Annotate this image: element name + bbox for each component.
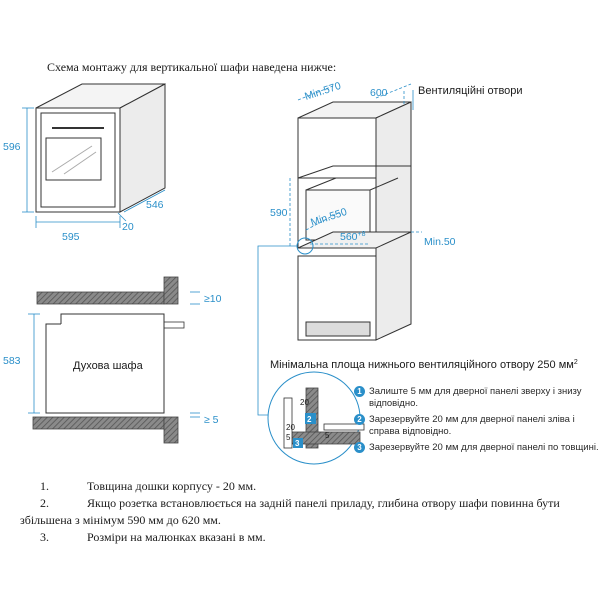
detail-v4: 5 bbox=[286, 433, 291, 442]
vent-area: Мінімальна площа нижнього вентиляційного… bbox=[270, 359, 578, 371]
oven-height-dim: 596 bbox=[3, 141, 21, 153]
niche-height: 590 bbox=[270, 207, 288, 219]
cabinet-width: 600 bbox=[370, 87, 388, 99]
notes-list: 1. Товщина дошки корпусу - 20 мм. 2. Якщ… bbox=[0, 478, 600, 546]
gap-min: Min.50 bbox=[424, 236, 456, 248]
note-number: 1. bbox=[40, 479, 49, 493]
cabinet-min-depth: Min.570 bbox=[303, 80, 342, 103]
svg-text:2: 2 bbox=[307, 415, 312, 424]
note-text: Розміри на малюнках вказані в мм. bbox=[87, 530, 266, 544]
detail-v1: 20 bbox=[300, 398, 309, 407]
note-text-cont: збільшена з мінімум 590 мм до 620 мм. bbox=[20, 513, 221, 527]
tip-item: 3 Зарезервуйте 20 мм для дверної панелі … bbox=[354, 442, 599, 454]
note-text: Товщина дошки корпусу - 20 мм. bbox=[87, 479, 257, 493]
oven-label: Духова шафа bbox=[73, 360, 144, 372]
svg-text:3: 3 bbox=[295, 439, 300, 448]
side-dimension-lines bbox=[28, 291, 200, 418]
niche-width: 560+8 bbox=[340, 231, 366, 243]
tip-item: 1 Залиште 5 мм для дверної панелі зверху… bbox=[354, 386, 599, 410]
tip-badge: 3 bbox=[354, 442, 365, 453]
oven-dimension-lines bbox=[22, 107, 166, 228]
tip-badge: 2 bbox=[354, 414, 365, 425]
tip-text: Зарезервуйте 20 мм для дверної панелі зл… bbox=[369, 414, 575, 437]
note-item: 3. Розміри на малюнках вказані в мм. bbox=[0, 529, 600, 546]
tip-text: Залиште 5 мм для дверної панелі зверху і… bbox=[369, 386, 582, 409]
oven-depth-dim: 546 bbox=[146, 199, 164, 211]
side-height-dim: 583 bbox=[3, 355, 21, 367]
oven-width-dim: 595 bbox=[62, 231, 80, 243]
bottom-gap-dim: ≥ 5 bbox=[204, 414, 219, 426]
note-item: 1. Товщина дошки корпусу - 20 мм. bbox=[0, 478, 600, 495]
vent-label: Вентиляційні отвори bbox=[418, 85, 523, 97]
tip-badge: 1 bbox=[354, 386, 365, 397]
note-number: 2. bbox=[40, 496, 49, 510]
tip-text: Зарезервуйте 20 мм для дверної панелі по… bbox=[369, 442, 599, 453]
note-text: Якщо розетка встановлюється на задній па… bbox=[87, 496, 560, 510]
note-item: 2. Якщо розетка встановлюється на задній… bbox=[0, 495, 600, 529]
cabinet-dimension-lines bbox=[289, 83, 422, 248]
side-section bbox=[32, 276, 185, 444]
oven-door-dim: 20 bbox=[122, 221, 134, 233]
detail-v2: 5 bbox=[325, 431, 330, 440]
tips-list: 1 Залиште 5 мм для дверної панелі зверху… bbox=[354, 386, 599, 458]
oven-isometric bbox=[35, 83, 166, 213]
note-number: 3. bbox=[40, 530, 49, 544]
tip-item: 2 Зарезервуйте 20 мм для дверної панелі … bbox=[354, 414, 599, 438]
corner-detail: 2 3 bbox=[267, 371, 365, 465]
top-gap-dim: ≥10 bbox=[204, 293, 222, 305]
detail-v3: 20 bbox=[286, 423, 295, 432]
intro-text: Схема монтажу для вертикальної шафи наве… bbox=[47, 60, 337, 74]
